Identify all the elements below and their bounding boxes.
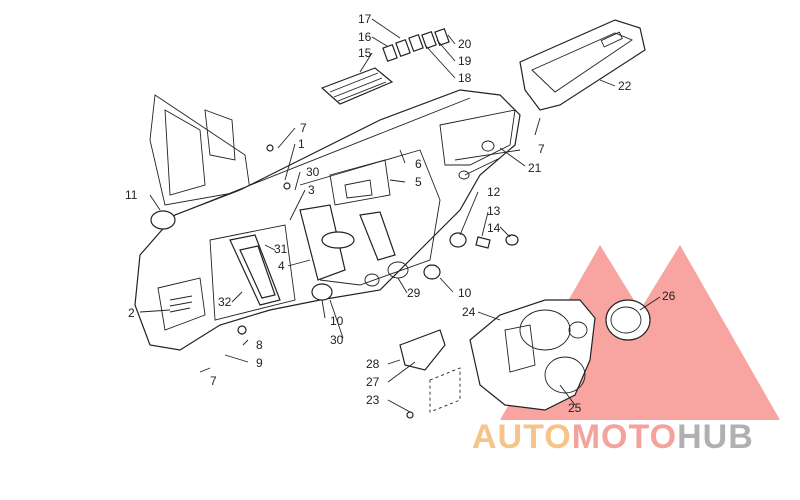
callout-labels: 1 2 3 4 5 6 7 7 7 8 9 10 10 11 12 13 14 … [125,12,676,415]
gauge-cover [519,19,646,111]
callout-17: 17 [358,12,372,26]
callout-10a: 10 [458,286,472,300]
callout-13: 13 [487,204,501,218]
callout-18: 18 [458,71,472,85]
callout-31: 31 [274,242,288,256]
callout-1: 1 [298,137,305,151]
callout-15: 15 [358,46,372,60]
callout-23: 23 [366,393,380,407]
callout-11: 11 [125,188,138,202]
callout-9: 9 [256,356,263,370]
callout-30a: 30 [306,165,320,179]
callout-7b: 7 [210,374,217,388]
callout-4: 4 [278,259,285,273]
callout-29: 29 [407,286,421,300]
callout-7a: 7 [300,121,307,135]
callout-24: 24 [462,305,476,319]
callout-32: 32 [218,295,232,309]
leader-lines [139,18,661,413]
watermark-wordmark: AUTOMOTOHUB [472,418,754,456]
callout-6: 6 [415,157,422,171]
watermark-text-moto: MOTO [572,418,677,456]
gauge-bracket [399,329,461,413]
callout-27: 27 [366,375,380,389]
mounting-bracket [149,94,251,206]
callout-21: 21 [528,161,542,175]
callout-8: 8 [256,338,263,352]
gauge-assembly [469,299,651,411]
switch-block [320,27,450,105]
callout-12: 12 [487,185,501,199]
callout-5: 5 [415,175,422,189]
callout-10b: 10 [330,314,344,328]
callout-16: 16 [358,30,372,44]
callout-26: 26 [662,289,676,303]
watermark-text-auto: AUTO [472,418,572,456]
callout-2: 2 [128,306,135,320]
watermark-text-hub: HUB [677,418,754,456]
callout-22: 22 [618,79,632,93]
callout-7c: 7 [538,142,545,156]
callout-20: 20 [458,37,472,51]
svg-text:AUTOMOTOHUB: AUTOMOTOHUB [472,418,754,456]
callout-30b: 30 [330,333,344,347]
callout-28: 28 [366,357,380,371]
center-bezel [229,204,396,306]
small-hardware [150,144,519,419]
callout-14: 14 [487,221,501,235]
callout-19: 19 [458,54,472,68]
callout-3: 3 [308,183,315,197]
callout-25: 25 [568,401,582,415]
